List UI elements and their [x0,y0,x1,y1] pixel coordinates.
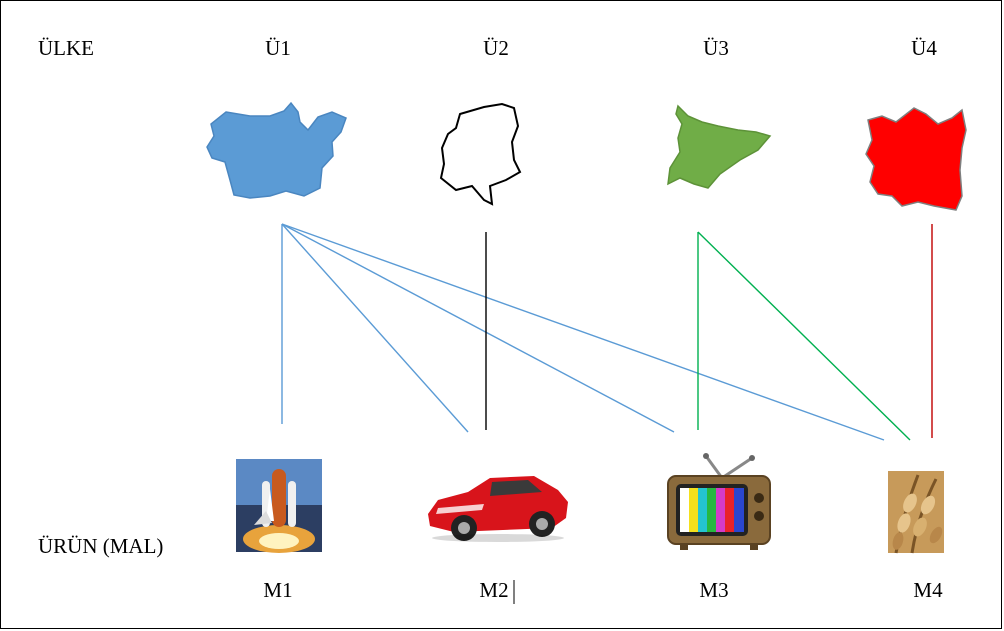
country-shape-u2 [439,102,522,206]
link-u1-m2 [281,223,469,433]
country-label-u3: Ü3 [703,36,729,60]
product-label-m1: M1 [263,578,292,602]
links-layer [281,223,933,441]
country-shape-u1 [206,101,347,199]
country-shape-u3 [667,104,772,189]
link-u1-m3 [281,223,675,433]
product-label-m2: M2 [479,578,508,602]
television-icon [667,453,771,550]
product-row-label: ÜRÜN (MAL) [38,534,163,558]
product-label-m4: M4 [913,578,943,602]
link-u3-m4 [697,231,911,441]
sports-car-icon [428,476,568,542]
wheat-icon [888,471,944,554]
product-label-m3: M3 [699,578,728,602]
country-label-u4: Ü4 [911,36,937,60]
country-row-label: ÜLKE [38,36,94,60]
country-label-u2: Ü2 [483,36,509,60]
space-shuttle-icon [236,459,322,553]
country-shape-u4 [865,107,967,211]
link-u1-m4 [281,223,885,441]
country-label-u1: Ü1 [265,36,291,60]
